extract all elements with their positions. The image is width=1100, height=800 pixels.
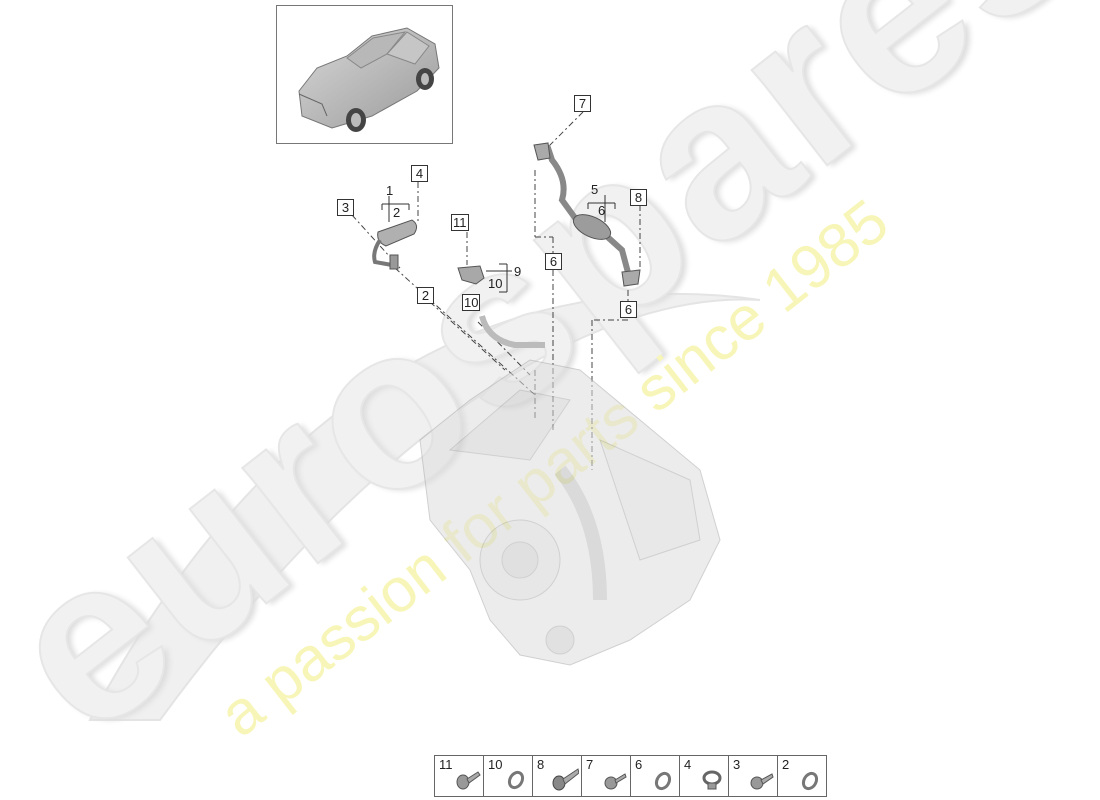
- coolant-pipe-illustration: [479, 315, 545, 348]
- screw-icon: [750, 773, 774, 790]
- fastener-cell-8[interactable]: 8: [533, 756, 582, 796]
- fastener-number: 4: [684, 757, 692, 772]
- engine-block-illustration: [419, 359, 721, 666]
- fastener-number: 8: [537, 757, 545, 772]
- fastener-cell-7[interactable]: 7: [582, 756, 631, 796]
- callout-3[interactable]: 3: [337, 199, 354, 216]
- callout-6-right[interactable]: 6: [620, 301, 637, 318]
- fastener-cell-11[interactable]: 11: [435, 756, 484, 796]
- screw-icon: [604, 773, 627, 790]
- callout-5[interactable]: 5: [591, 182, 599, 197]
- fastener-number: 10: [488, 757, 503, 772]
- fastener-number: 3: [733, 757, 741, 772]
- callout-6-left[interactable]: 6: [545, 253, 562, 270]
- callout-7[interactable]: 7: [574, 95, 591, 112]
- exhaust-pipe-illustration: [533, 142, 641, 287]
- fastener-number: 2: [782, 757, 790, 772]
- callout-2[interactable]: 2: [417, 287, 434, 304]
- vehicle-thumbnail[interactable]: [276, 5, 453, 144]
- fastener-number: 11: [439, 757, 453, 772]
- fastener-cell-6[interactable]: 6: [631, 756, 680, 796]
- fastener-cell-3[interactable]: 3: [729, 756, 778, 796]
- mounting-bracket-illustration: [457, 265, 485, 285]
- callout-4[interactable]: 4: [411, 165, 428, 182]
- fastener-number: 7: [586, 757, 594, 772]
- seal-ring-icon: [507, 770, 525, 790]
- car-suv-icon: [298, 27, 440, 132]
- hose-clamp-icon: [702, 770, 722, 790]
- seal-ring-icon: [654, 771, 672, 791]
- fastener-cell-10[interactable]: 10: [484, 756, 533, 796]
- callout-9[interactable]: 9: [514, 264, 522, 279]
- callout-2-group[interactable]: 2: [393, 205, 401, 220]
- screw-icon: [456, 771, 481, 790]
- callout-10[interactable]: 10: [462, 294, 481, 311]
- callout-1[interactable]: 1: [386, 183, 394, 198]
- fastener-table: 11 10 8 7 6 4 3 2: [434, 755, 827, 797]
- fastener-cell-2[interactable]: 2: [778, 756, 826, 796]
- seal-ring-icon: [801, 771, 819, 791]
- bolt-icon: [552, 768, 579, 791]
- vent-hose-illustration: [372, 219, 418, 270]
- fastener-cell-4[interactable]: 4: [680, 756, 729, 796]
- callout-8[interactable]: 8: [630, 189, 647, 206]
- callout-6-group[interactable]: 6: [598, 203, 606, 218]
- fastener-number: 6: [635, 757, 643, 772]
- callout-10-group[interactable]: 10: [488, 276, 503, 291]
- callout-11[interactable]: 11: [451, 214, 469, 231]
